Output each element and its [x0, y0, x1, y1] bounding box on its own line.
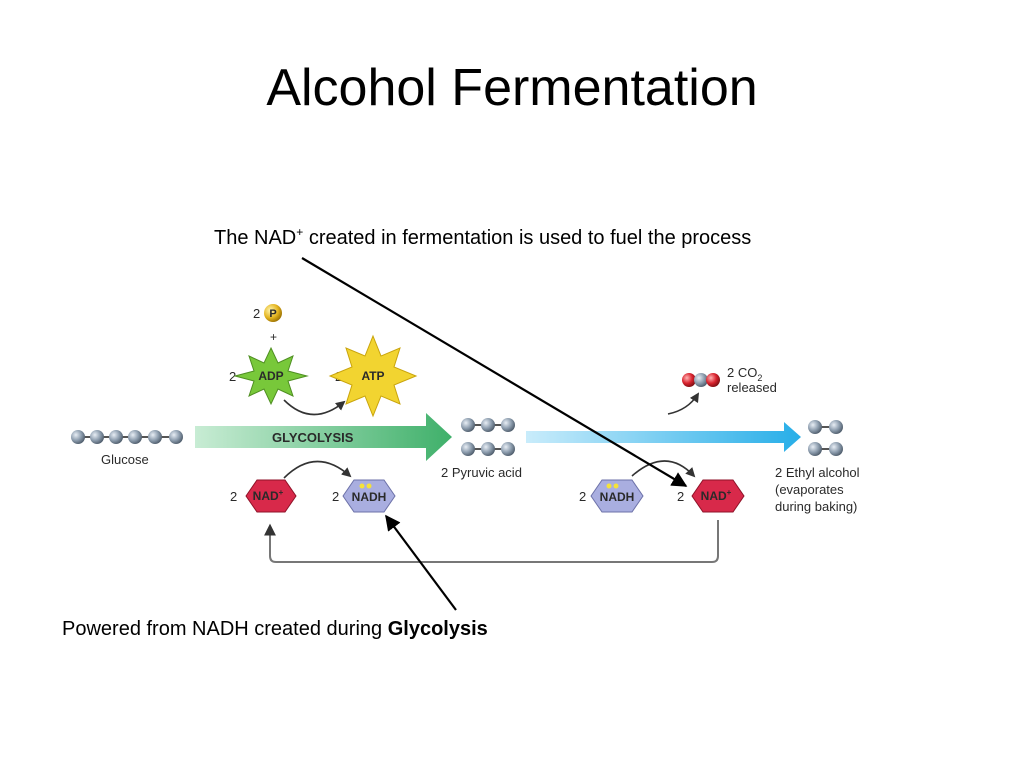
caption-nad-text: The NAD [214, 227, 297, 249]
caption-nad-rest: created in fermentation is used to fuel … [303, 227, 752, 249]
nad-left-label: NAD+ [253, 488, 284, 503]
co2-released-label: released [727, 380, 777, 395]
glucose-molecule [71, 430, 183, 444]
nadh-to-nad-curved-arrow [631, 460, 696, 478]
glucose-label: Glucose [101, 452, 149, 467]
nad-left-text: NAD [253, 489, 279, 503]
pyruvic-acid-label: 2 Pyruvic acid [441, 465, 522, 480]
nad-right-count: 2 [677, 489, 684, 504]
nad-recycle-loop-arrow [264, 520, 719, 563]
atp-burst-icon [328, 334, 418, 418]
slide-title: Alcohol Fermentation [266, 59, 758, 117]
fermentation-arrow [526, 422, 801, 452]
nad-left-hexagon [245, 479, 297, 513]
nadh-left-label: NADH [352, 490, 387, 504]
nadh-right-hexagon [590, 479, 644, 513]
caption-nadh-power: Powered from NADH created during Glycoly… [62, 618, 488, 641]
caption-nad-superscript: + [296, 225, 304, 239]
nadh-right-count: 2 [579, 489, 586, 504]
nadh-left-count: 2 [332, 489, 339, 504]
glycolysis-arrow [195, 413, 452, 461]
glycolysis-label: GLYCOLYSIS [272, 430, 354, 445]
phosphate-count: 2 [253, 306, 260, 321]
pyruvic-acid-molecules [461, 418, 515, 456]
nad-right-label: NAD+ [701, 488, 732, 503]
nad-to-nadh-curved-arrow [283, 460, 352, 479]
caption-glycolysis-bold: Glycolysis [387, 618, 488, 640]
ethyl-alcohol-label: 2 Ethyl alcohol [775, 465, 860, 480]
phosphate-symbol: P [269, 308, 276, 320]
adp-label: ADP [258, 369, 283, 383]
ethyl-alcohol-note-1: (evaporates [775, 482, 844, 497]
phosphate-icon [264, 304, 282, 322]
plus-sign: + [270, 330, 277, 344]
adp-burst-icon [233, 346, 309, 406]
nadh-left-hexagon [342, 479, 396, 513]
caption-nad-fuel: The NAD+ created in fermentation is used… [214, 225, 752, 250]
atp-label: ATP [361, 369, 384, 383]
nad-right-superscript: + [727, 488, 732, 497]
adp-count: 2 [229, 369, 236, 384]
adp-to-atp-curved-arrow [283, 399, 346, 416]
caption-nadh-text: Powered from NADH created during [62, 618, 388, 640]
nad-right-hexagon [691, 479, 745, 513]
nad-left-superscript: + [279, 488, 284, 497]
co2-count: 2 CO [727, 365, 757, 380]
nadh-right-label: NADH [600, 490, 635, 504]
co2-molecule-icon [682, 373, 720, 387]
nad-left-count: 2 [230, 489, 237, 504]
nad-right-text: NAD [701, 489, 727, 503]
annotation-arrow-to-nad [301, 257, 688, 487]
co2-release-curved-arrow [667, 392, 700, 415]
annotation-arrow-to-nadh [385, 514, 457, 611]
co2-subscript: 2 [757, 373, 762, 383]
ethyl-alcohol-molecules [808, 420, 843, 456]
co2-label: 2 CO2 [727, 365, 762, 383]
ethyl-alcohol-note-2: during baking) [775, 499, 857, 514]
